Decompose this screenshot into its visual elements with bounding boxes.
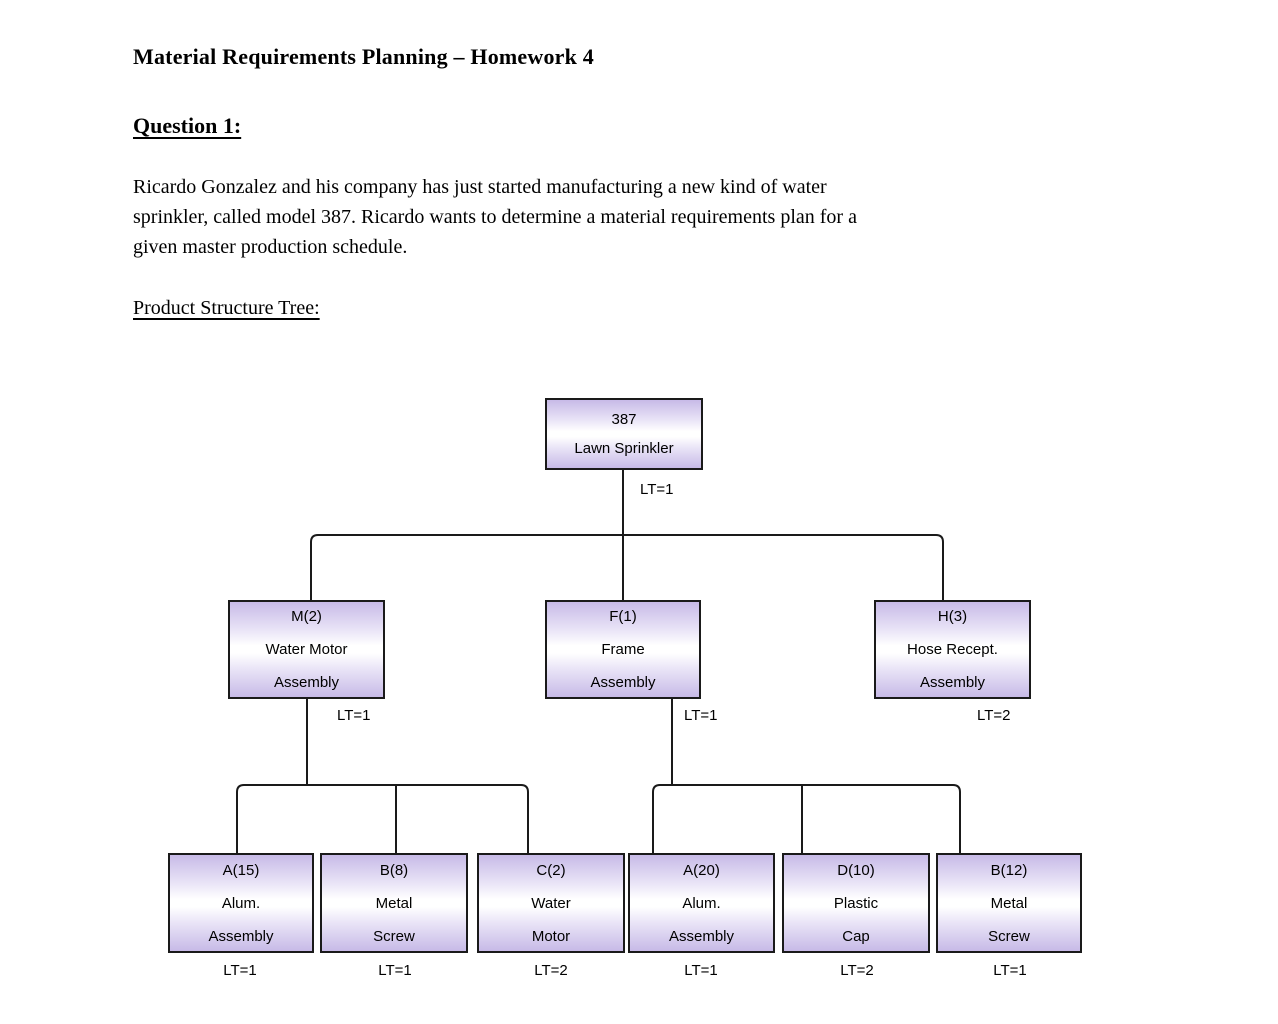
node-line: Assembly <box>590 674 656 691</box>
node-line: Lawn Sprinkler <box>574 440 674 457</box>
intro-paragraph: Ricardo Gonzalez and his company has jus… <box>133 172 1113 262</box>
node-line: B(12) <box>990 861 1028 879</box>
paragraph-line: sprinkler, called model 387. Ricardo wan… <box>133 206 857 228</box>
document-title: Material Requirements Planning – Homewor… <box>133 44 594 69</box>
lt-label-387: LT=1 <box>640 481 674 498</box>
tree-node-f1: F(1) Frame Assembly <box>545 600 701 699</box>
lt-label-c2: LT=2 <box>534 962 568 979</box>
tree-node-d10: D(10) Plastic Cap <box>782 853 930 953</box>
tree-node-c2: C(2) Water Motor <box>477 853 625 953</box>
lt-label-b8: LT=1 <box>378 962 412 979</box>
lt-label-d10: LT=2 <box>840 962 874 979</box>
node-line: Water Motor <box>265 641 348 658</box>
node-line: Alum. <box>682 894 721 912</box>
connector-right-rail <box>652 784 961 853</box>
node-line: Assembly <box>668 927 735 945</box>
node-line: Frame <box>601 641 645 658</box>
connector-level2-rail <box>310 534 944 600</box>
node-line: D(10) <box>837 861 875 879</box>
node-line: Assembly <box>273 674 340 691</box>
node-line: Plastic <box>833 894 879 912</box>
tree-node-b8: B(8) Metal Screw <box>320 853 468 953</box>
tree-node-a20: A(20) Alum. Assembly <box>628 853 775 953</box>
node-line: A(15) <box>222 861 260 879</box>
node-line: Cap <box>842 927 870 945</box>
node-line: Metal <box>990 894 1028 912</box>
question-heading: Question 1: <box>133 113 242 138</box>
node-line: H(3) <box>937 608 968 625</box>
node-line: A(20) <box>683 861 720 879</box>
lt-label-a20: LT=1 <box>684 962 718 979</box>
node-line: Hose Recept. <box>907 641 998 658</box>
node-line: Assembly <box>208 927 274 945</box>
tree-node-b12: B(12) Metal Screw <box>936 853 1082 953</box>
tree-node-a15: A(15) Alum. Assembly <box>168 853 314 953</box>
lt-label-b12: LT=1 <box>993 962 1027 979</box>
node-line: M(2) <box>291 608 322 625</box>
lt-label-f1: LT=1 <box>684 707 718 724</box>
tree-node-387: 387 Lawn Sprinkler <box>545 398 703 470</box>
connector-left-rail <box>236 784 529 853</box>
node-line: Screw <box>988 927 1030 945</box>
lt-label-h3: LT=2 <box>977 707 1011 724</box>
lt-label-a15: LT=1 <box>223 962 257 979</box>
node-line: C(2) <box>536 861 566 879</box>
node-line: Assembly <box>919 674 986 691</box>
node-line: 387 <box>611 411 637 428</box>
node-line: Screw <box>373 927 415 945</box>
paragraph-line: given master production schedule. <box>133 236 408 258</box>
node-line: Alum. <box>221 894 261 912</box>
tree-node-h3: H(3) Hose Recept. Assembly <box>874 600 1031 699</box>
node-line: Motor <box>531 927 571 945</box>
node-line: B(8) <box>379 861 409 879</box>
tree-heading: Product Structure Tree: <box>133 297 320 319</box>
lt-label-m2: LT=1 <box>337 707 371 724</box>
node-line: Water <box>531 894 571 912</box>
node-line: F(1) <box>609 608 637 625</box>
paragraph-line: Ricardo Gonzalez and his company has jus… <box>133 176 827 198</box>
tree-node-m2: M(2) Water Motor Assembly <box>228 600 385 699</box>
node-line: Metal <box>375 894 413 912</box>
